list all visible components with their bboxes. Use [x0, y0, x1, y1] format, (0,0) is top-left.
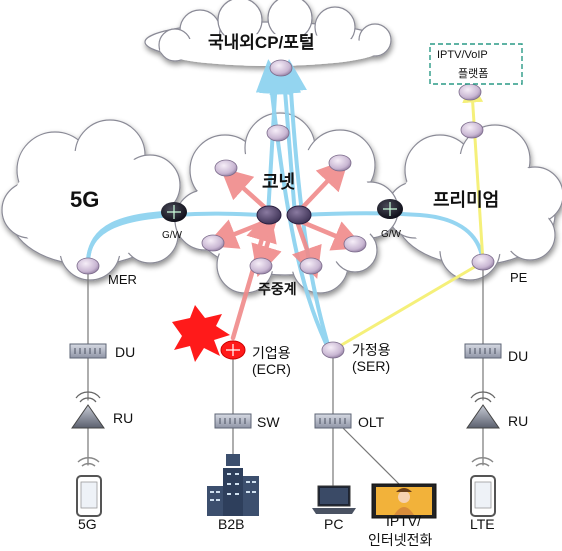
router-ecr [220, 340, 246, 360]
pink-links [205, 158, 365, 341]
yellow-links [331, 81, 485, 352]
cloud-premium-label: 프리미엄 [433, 190, 500, 210]
du-left-label: DU [115, 344, 136, 360]
router-relay-r [299, 257, 323, 275]
ecr-label-line1: 기업용 [252, 345, 291, 361]
blue-links [86, 59, 485, 354]
platform-box-line1: IPTV/VoIP [437, 49, 488, 61]
router-mer [76, 257, 100, 275]
mer-label: MER [108, 272, 137, 287]
tv-icon [371, 483, 437, 519]
phone-5g-icon [76, 456, 102, 517]
endpoint-5g-label: 5G [78, 516, 97, 532]
ser-label-line1: 가정용 [352, 342, 391, 358]
endpoint-pc-label: PC [324, 516, 344, 532]
router-kornet-ur [328, 154, 352, 172]
router-kornet-top [266, 124, 290, 142]
router-top-cp [269, 59, 293, 77]
access-links [87, 264, 484, 486]
endpoint-iptv-line1: IPTV/ [386, 513, 422, 529]
sw-label: SW [257, 414, 280, 430]
ru-left-icon [71, 391, 105, 429]
cloud-5g-label: 5G [70, 187, 100, 212]
olt-icon [314, 413, 352, 429]
router-premium-mid [460, 121, 484, 139]
burst-icon [172, 305, 230, 362]
ru-right-label: RU [508, 413, 529, 429]
endpoint-b2b-label: B2B [218, 516, 245, 532]
du-right-label: DU [508, 348, 529, 364]
ru-right-icon [466, 391, 500, 429]
cloud-premium [386, 124, 562, 281]
du-right-icon [464, 343, 502, 359]
router-kornet-ul [214, 159, 238, 177]
sw-icon [214, 413, 252, 429]
relay-label: 주중계 [258, 281, 297, 297]
router-core-right [286, 205, 312, 225]
router-kornet-l [201, 234, 225, 252]
cloud-5g [1, 119, 181, 281]
endpoint-iptv-line2: 인터넷전화 [368, 532, 433, 548]
router-relay-l [249, 257, 273, 275]
cloud-kornet-label: 코넷 [262, 172, 296, 192]
router-core-left [256, 205, 282, 225]
cloud-top [144, 0, 392, 66]
pe-label: PE [510, 270, 528, 285]
cloud-top-label: 국내외CP/포털 [208, 33, 315, 52]
gateway-left [161, 202, 187, 222]
router-platform [458, 83, 482, 101]
platform-box [429, 43, 523, 85]
router-kornet-r [343, 235, 367, 253]
gateway-right [377, 199, 403, 219]
endpoint-lte-label: LTE [470, 516, 495, 532]
building-icon [207, 454, 259, 516]
router-pe [471, 253, 495, 271]
ru-left-label: RU [113, 410, 134, 426]
router-ser [321, 341, 345, 359]
du-left-icon [69, 343, 107, 359]
ecr-label-line2: (ECR) [252, 361, 291, 377]
laptop-icon [312, 485, 356, 514]
olt-label: OLT [358, 414, 385, 430]
platform-box-line2: 플랫폼 [458, 68, 489, 80]
ser-label-line2: (SER) [352, 358, 391, 374]
gateway-right-label: G/W [381, 229, 401, 240]
gateway-left-label: G/W [162, 230, 182, 241]
phone-lte-icon [470, 456, 496, 517]
